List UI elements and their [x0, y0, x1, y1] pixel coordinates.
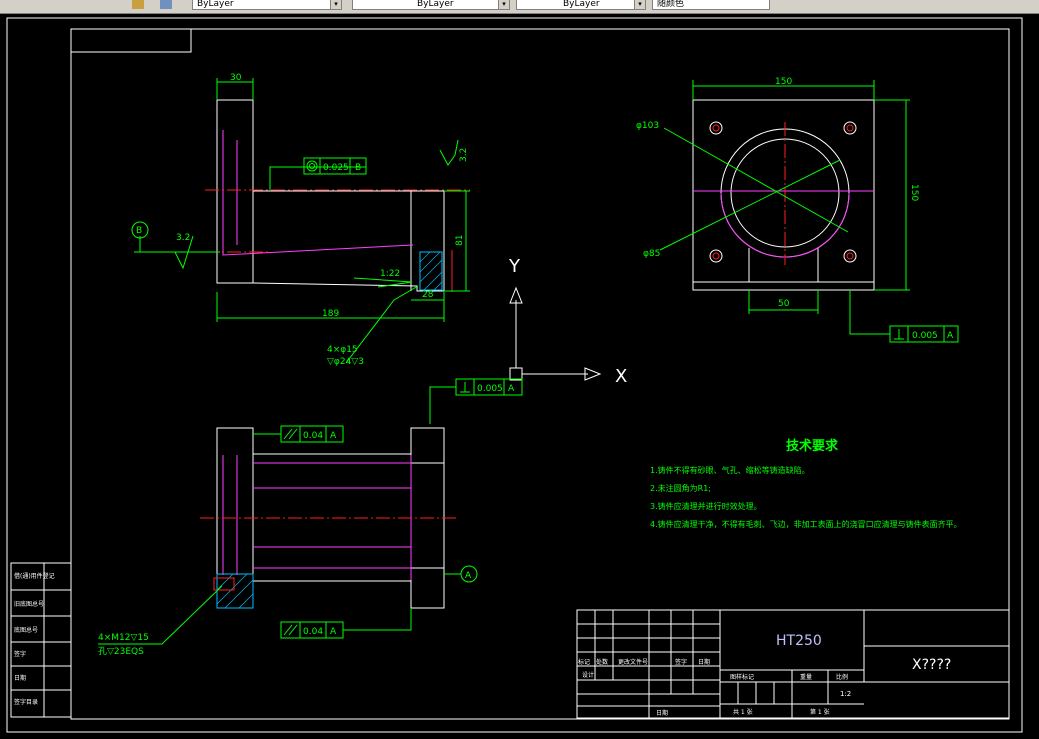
color-combo[interactable]: ByLayer ▾ — [352, 0, 510, 10]
bolt-holes — [709, 121, 857, 263]
tol-1-ref: B — [355, 163, 361, 173]
tb-label: 处数 — [596, 658, 608, 666]
tol-4-value: 0.04 — [303, 431, 323, 441]
vertical-scrollbar[interactable] — [1025, 14, 1039, 739]
tech-line-2: 2.未注圆角为R1; — [650, 483, 711, 493]
strip-label: 借(通)用件登记 — [14, 572, 55, 580]
tb-label: 签字 — [675, 658, 687, 666]
strip-label: 签字 — [14, 650, 26, 658]
strip-label: 底图总号 — [14, 626, 38, 634]
tol-1-value: 0.025 — [323, 163, 349, 173]
title-block-text: HT250 X???? 1:2 标记 处数 更改文件号 签字 日期 设计 图样标… — [578, 633, 951, 717]
tb-label: 标记 — [578, 658, 590, 666]
dim-189: 189 — [322, 309, 339, 319]
tol-4-ref: A — [330, 431, 337, 441]
properties-toolbar: ByLayer ▾ ByLayer ▾ ByLayer ▾ 随颜色 — [0, 0, 1039, 14]
tol-3-value: 0.005 — [477, 384, 503, 394]
dim-30: 30 — [230, 73, 242, 83]
dim-taper: 1:22 — [380, 269, 400, 279]
tb-label: 日期 — [698, 658, 710, 666]
hole-note-2b: 孔▽23EQS — [98, 646, 144, 657]
strip-label: 日期 — [14, 674, 26, 682]
tol-5-ref: A — [330, 627, 337, 637]
dim-150-side: 150 — [909, 184, 919, 201]
color-combo-value: ByLayer — [417, 0, 454, 9]
side-view-dims — [659, 80, 959, 343]
front-view — [205, 99, 470, 292]
datum-b: B — [136, 226, 142, 236]
tol-3-text: 0.005 A — [477, 384, 515, 394]
hole-note-2a: 4×M12▽15 — [98, 633, 149, 643]
linetype-combo-value: ByLayer — [563, 0, 600, 9]
dim-phi103: φ103 — [636, 121, 659, 131]
layer-state-icon[interactable] — [132, 0, 144, 9]
dim-phi85: φ85 — [643, 249, 660, 259]
layer-previous-icon[interactable] — [160, 0, 172, 9]
layer-combo-value: ByLayer — [197, 0, 234, 9]
linetype-combo[interactable]: ByLayer ▾ — [516, 0, 646, 10]
tech-line-1: 1.铸件不得有砂眼、气孔、缩松等铸造缺陷。 — [650, 465, 810, 475]
dim-50: 50 — [778, 299, 790, 309]
scale: 1:2 — [840, 690, 851, 698]
left-strip — [10, 562, 72, 718]
ucs-x-label: X — [615, 366, 627, 387]
tol-5-value: 0.04 — [303, 627, 323, 637]
dim-28: 28 — [422, 290, 434, 300]
chevron-down-icon[interactable]: ▾ — [498, 0, 509, 9]
dim-150-top: 150 — [775, 77, 792, 87]
ucs-y-label: Y — [508, 256, 521, 277]
layer-combo[interactable]: ByLayer ▾ — [192, 0, 342, 10]
tol-3-frame — [429, 378, 523, 424]
strip-label: 旧底图总号 — [14, 600, 44, 608]
chevron-down-icon[interactable]: ▾ — [330, 0, 341, 9]
material: HT250 — [776, 633, 822, 649]
side-view — [692, 99, 875, 291]
left-strip-labels: 借(通)用件登记 旧底图总号 底图总号 签字 日期 签字目录 — [14, 572, 55, 706]
tb-sheet-total: 共 1 张 — [733, 708, 753, 716]
tb-sheet-num: 第 1 张 — [810, 708, 830, 716]
front-view-dim-text: 30 189 28 1:22 3.2 B 4×φ15 ▽φ24▽3 0.025 … — [136, 73, 469, 367]
tol-2-value: 0.005 — [912, 331, 938, 341]
plotstyle-combo-value: 随颜色 — [657, 0, 685, 9]
chevron-down-icon[interactable]: ▾ — [634, 0, 645, 9]
ucs-icon — [509, 286, 602, 381]
tech-line-4: 4.铸件应清理干净，不得有毛刺、飞边，非加工表面上的浇冒口应清理与铸件表面齐平。 — [650, 519, 962, 529]
technical-requirements: 技术要求 1.铸件不得有砂眼、气孔、缩松等铸造缺陷。 2.未注圆角为R1; 3.… — [650, 438, 962, 529]
strip-label: 签字目录 — [14, 698, 38, 706]
side-view-dim-text: 150 50 φ103 φ85 150 0.005 A — [636, 77, 954, 341]
top-view — [200, 427, 456, 609]
top-view-dims — [98, 425, 478, 645]
tol-3-ref: A — [508, 384, 515, 394]
tech-title: 技术要求 — [786, 438, 839, 454]
title-block — [576, 609, 1010, 719]
roughness-2: 3.2 — [459, 148, 469, 162]
tb-designer: 设计 — [582, 671, 594, 679]
dim-81: 81 — [455, 235, 465, 246]
tb-date: 日期 — [656, 709, 668, 717]
part-name: X???? — [912, 657, 951, 673]
hole-note-1a: 4×φ15 — [327, 345, 358, 355]
ucs-labels: Y X — [508, 256, 627, 387]
tb-label: 更改文件号 — [618, 658, 648, 666]
datum-a: A — [465, 571, 472, 581]
tol-2-ref: A — [947, 331, 954, 341]
tb-label: 重量 — [800, 673, 812, 681]
tb-label: 图样标记 — [730, 673, 754, 681]
drawing-frame — [6, 17, 1023, 733]
front-view-dims — [131, 78, 470, 364]
tech-line-3: 3.铸件应清理并进行时效处理。 — [650, 501, 762, 511]
plotstyle-combo[interactable]: 随颜色 — [652, 0, 770, 10]
drawing-canvas[interactable]: 借(通)用件登记 旧底图总号 底图总号 签字 日期 签字目录 — [0, 14, 1039, 739]
top-view-dim-text: 0.04 A 0.04 A A 4×M12▽15 孔▽23EQS — [98, 431, 472, 657]
tb-label: 比例 — [836, 673, 848, 681]
hole-note-1b: ▽φ24▽3 — [327, 357, 364, 367]
roughness-1: 3.2 — [176, 233, 190, 243]
